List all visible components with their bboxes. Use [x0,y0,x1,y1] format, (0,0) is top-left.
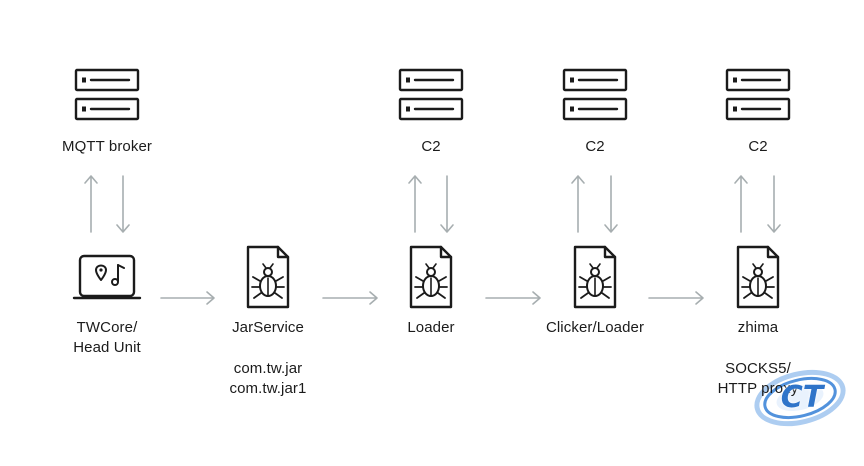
bidirectional-arrow [734,175,781,233]
zhima-label: zhima [737,319,779,336]
flow-arrow [322,291,378,305]
jarservice-packages: com.tw.jar com.tw.jar1 [230,359,307,399]
c2-label: C2 [421,138,441,155]
proxy-type: SOCKS5/ [725,360,791,377]
bidirectional-arrow [408,175,454,233]
server-icon [562,68,628,121]
clicker-loader-label: Clicker/Loader [545,319,645,336]
malware-file-icon [573,245,617,309]
head-unit-icon [72,254,142,300]
malware-file-icon [736,245,780,309]
c2-label: C2 [585,138,605,155]
package-name: com.tw.jar [233,360,303,377]
flow-arrow [485,291,541,305]
flow-arrow [648,291,704,305]
server-icon [725,68,791,121]
bidirectional-arrow [571,175,618,233]
twcore-label-line: Head Unit [73,339,141,356]
malware-file-icon [409,245,453,309]
proxy-type: HTTP proxy [717,380,799,397]
loader-label: Loader [407,319,455,336]
watermark-logo [754,369,846,427]
server-icon [398,68,464,121]
bidirectional-arrow [84,175,130,233]
package-name: com.tw.jar1 [229,380,307,397]
watermark-text: CT [780,380,824,415]
twcore-label: TWCore/ Head Unit [73,318,141,358]
malware-file-icon [246,245,290,309]
twcore-label-line: TWCore/ [76,319,138,336]
flow-arrow [160,291,215,305]
jarservice-label: JarService [232,319,304,336]
mqtt-broker-label: MQTT broker [61,138,153,155]
zhima-proxy-label: SOCKS5/ HTTP proxy [718,359,799,399]
server-icon [74,68,140,121]
c2-label: C2 [748,138,768,155]
